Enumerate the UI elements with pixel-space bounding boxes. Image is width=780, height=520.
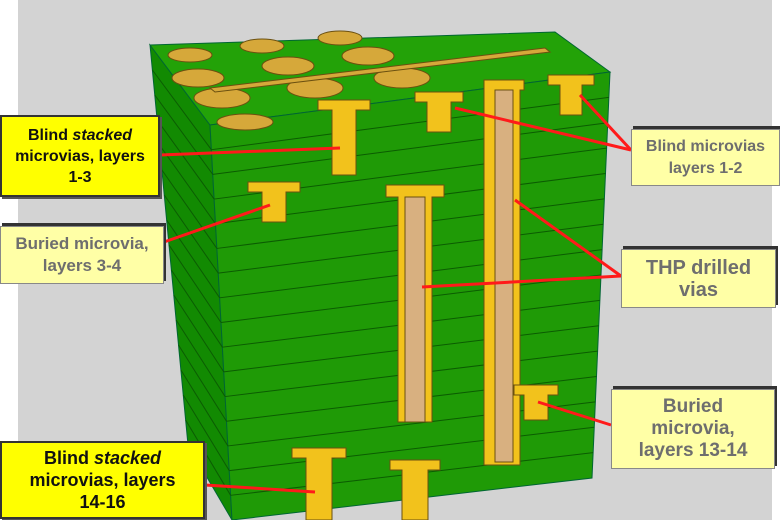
label-text: Blind xyxy=(43,448,94,468)
label-text: stacked xyxy=(72,126,133,144)
label-blind-stacked-14-16: Blind stacked microvias, layers 14-16 xyxy=(0,441,205,519)
vias xyxy=(247,74,595,520)
blind-stacked-via-1-3 xyxy=(317,99,371,176)
label-blind-stacked-1-3: Blind stacked microvias, layers 1-3 xyxy=(0,115,160,197)
label-text: microvia, xyxy=(651,418,735,439)
label-blind-1-2: Blind microvias layers 1-2 xyxy=(631,129,780,186)
layer-line xyxy=(170,269,223,348)
label-text: 14-16 xyxy=(79,492,126,512)
thp-via-1-drill xyxy=(404,196,426,423)
blind-via-1-2-a xyxy=(414,91,464,133)
label-text: THP drilled xyxy=(645,256,752,279)
label-buried-3-4: Buried microvia, layers 3-4 xyxy=(0,226,164,284)
label-text: layers 13-14 xyxy=(638,440,748,461)
buried-via-3-4 xyxy=(247,181,301,223)
arrow xyxy=(537,400,612,427)
layer-line xyxy=(161,169,218,249)
layer-line xyxy=(182,394,230,471)
blind-stacked-via-14-16 xyxy=(291,447,347,520)
layer-line xyxy=(185,419,232,496)
layer-line xyxy=(229,426,595,472)
arrow xyxy=(578,93,633,152)
arrows xyxy=(159,93,633,494)
layer-line xyxy=(156,119,215,200)
layer-line xyxy=(180,369,229,447)
label-text: layers 3-4 xyxy=(42,256,122,275)
buried-via-13-14 xyxy=(513,384,559,421)
layer-line xyxy=(212,122,608,175)
layer-line xyxy=(168,244,222,323)
label-text: microvias, layers xyxy=(29,470,176,490)
label-buried-13-14: Buried microvia, layers 13-14 xyxy=(611,389,775,469)
arrow xyxy=(454,106,632,152)
label-text: layers 1-2 xyxy=(668,159,743,177)
layer-line xyxy=(151,69,212,150)
arrow xyxy=(204,483,316,494)
layer-line xyxy=(166,219,221,299)
layer-line xyxy=(154,94,214,175)
label-line: Blind stacked xyxy=(28,125,132,146)
label-text: 1-3 xyxy=(68,168,92,186)
label-text: Blind xyxy=(27,126,73,144)
blind-via-1-2-b xyxy=(547,74,595,116)
top-pads xyxy=(167,30,552,131)
label-text: microvias, layers xyxy=(15,147,145,165)
arrow xyxy=(159,146,341,157)
arrow xyxy=(421,274,622,289)
layer-line xyxy=(173,294,225,373)
blind-via-bottom xyxy=(389,459,441,520)
layer-line xyxy=(175,319,226,397)
thp-via-2-drill xyxy=(494,89,514,463)
label-text: Buried microvia, xyxy=(15,234,149,253)
label-text: Buried xyxy=(662,396,724,417)
label-text: vias xyxy=(679,278,718,301)
label-text: stacked xyxy=(93,448,162,468)
layer-line xyxy=(159,144,216,225)
layer-line xyxy=(211,96,609,151)
label-thp-drilled-vias: THP drilled vias xyxy=(621,249,776,308)
arrow xyxy=(514,198,622,278)
label-text: Blind microvias xyxy=(645,137,766,155)
layer-line xyxy=(178,344,227,422)
label-line: Blind stacked xyxy=(44,447,161,469)
arrow xyxy=(163,203,271,244)
